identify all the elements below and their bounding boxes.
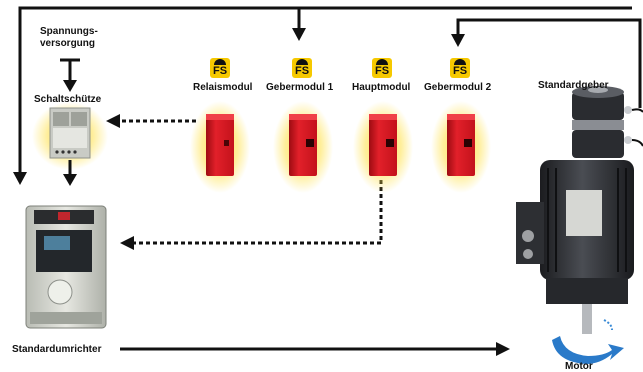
power-supply-label-line1: Spannungs-: [40, 26, 98, 37]
safety-module-main: [353, 101, 413, 193]
standard-drive-label: Standardumrichter: [12, 344, 102, 355]
encoder-module-2-label: Gebermodul 2: [424, 82, 492, 93]
arrowhead-power: [63, 80, 77, 92]
fs-badge-main: FS: [372, 58, 392, 78]
power-supply-label-line2: versorgung: [40, 38, 96, 49]
encoder-module-1-label: Gebermodul 1: [266, 82, 334, 93]
arrowhead-encoder-1: [292, 28, 306, 41]
safety-module-encoder-1: [273, 101, 333, 193]
arrowhead-motor: [496, 342, 510, 356]
motor: [516, 86, 643, 334]
standard-encoder-label: Standardgeber: [538, 80, 609, 91]
arrowhead-main: [120, 236, 134, 250]
rotation-arrow: [552, 319, 624, 364]
fs-badge-encoder-2: FS: [450, 58, 470, 78]
fs-badge-encoder-1: FS: [292, 58, 312, 78]
main-to-drive-dashed: [132, 180, 383, 245]
arrowhead-drive: [13, 172, 27, 185]
relay-module-label: Relaismodul: [193, 82, 253, 93]
main-module-label: Hauptmodul: [352, 82, 411, 93]
fs-badge-relay: FS: [210, 58, 230, 78]
feedback-lines: [18, 6, 642, 176]
power-supply-symbol: [60, 58, 80, 82]
feedback-line-encoder-2: [456, 18, 642, 108]
arrowhead-contactor: [63, 174, 77, 186]
arrowhead-relay: [106, 114, 120, 128]
contactor-label: Schaltschütze: [34, 94, 102, 105]
standard-drive: [25, 205, 107, 329]
feedback-line-drive: [18, 6, 632, 176]
arrowhead-encoder-2: [451, 34, 465, 47]
contactor: [32, 102, 108, 170]
safety-module-encoder-2: [431, 101, 491, 193]
safety-module-relay: [190, 101, 250, 193]
motor-label: Motor: [565, 361, 593, 372]
